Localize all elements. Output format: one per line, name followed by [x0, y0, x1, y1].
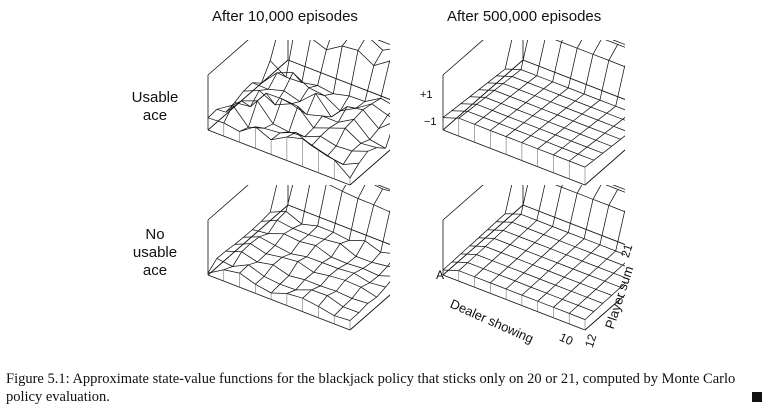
row-header-usable-ace: Usable ace: [115, 89, 195, 125]
row-header-usable-line2: ace: [142, 107, 168, 124]
dealer-start-label: A: [436, 268, 445, 282]
row-header-usable-line1: Usable: [131, 89, 179, 106]
row-header-no-usable-line3: ace: [142, 262, 168, 279]
player-start-label: 12: [582, 332, 600, 350]
plot-nousable-500000: [442, 185, 625, 331]
figure-caption: Figure 5.1: Approximate state-value func…: [6, 371, 736, 405]
qed-square: [752, 392, 762, 402]
plot-usable-10000: [207, 40, 390, 186]
row-header-no-usable-ace: No usable ace: [115, 226, 195, 280]
plot-nousable-10000: [207, 185, 390, 331]
z-tick-minus-one: −1: [424, 116, 437, 128]
row-header-no-usable-line1: No: [145, 226, 165, 243]
plot-usable-500000: [442, 40, 625, 186]
column-header-10000: After 10,000 episodes: [212, 8, 358, 25]
z-tick-plus-one: +1: [420, 89, 433, 101]
row-header-no-usable-line2: usable: [132, 244, 178, 261]
column-header-500000: After 500,000 episodes: [447, 8, 602, 25]
